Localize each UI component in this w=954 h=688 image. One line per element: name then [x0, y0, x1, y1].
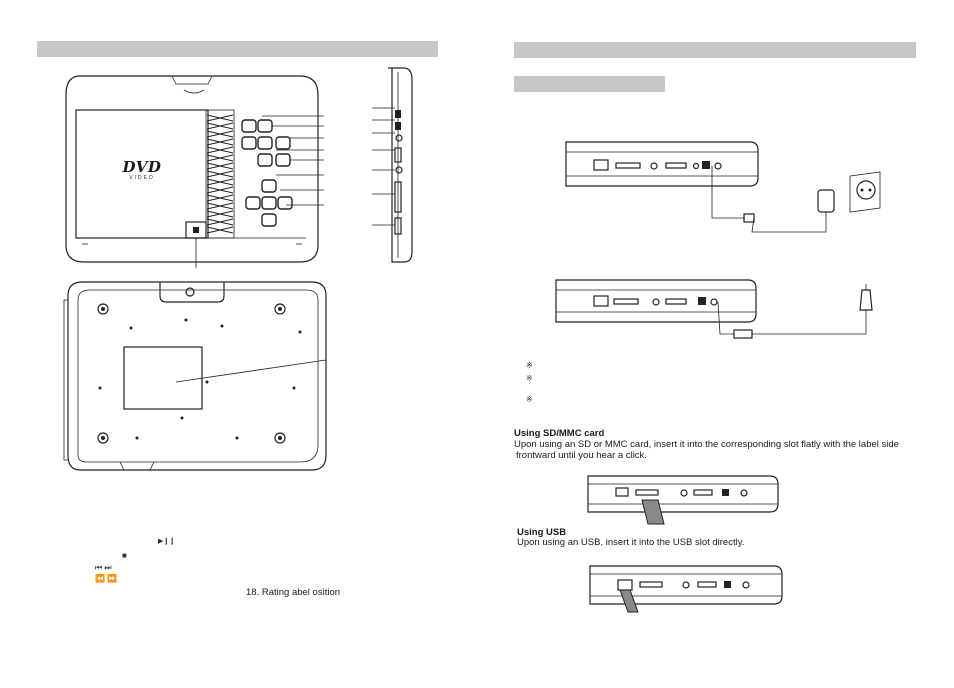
- dvd-logo-subtext: VIDEO: [129, 175, 155, 181]
- item-18-rating-label-position: 18. Rating abel osition: [246, 587, 341, 598]
- note-mark-3: ※: [526, 395, 533, 404]
- sd-card-instruction-line-2: frontward until you hear a click.: [516, 450, 647, 461]
- player-front-view: [65, 75, 319, 268]
- play-pause-icon: ▶❙❙: [158, 538, 176, 545]
- dvd-logo: DVD VIDEO: [122, 160, 162, 182]
- sd-card-heading: Using SD/MMC card: [514, 428, 605, 439]
- right-subsection-header-bar: [514, 76, 665, 92]
- player-bottom-view: [63, 281, 327, 471]
- left-section-header-bar: [37, 41, 438, 57]
- skip-icons: ⏮ ⏭: [95, 563, 112, 572]
- usb-heading: Using USB: [517, 527, 567, 538]
- seek-icons: ⏪ ⏩: [95, 574, 118, 583]
- player-side-with-car-adapter: [555, 279, 873, 339]
- note-mark-2: ※: [526, 374, 533, 383]
- front-view-callouts: [262, 115, 324, 206]
- note-mark-1: ※: [526, 361, 533, 370]
- player-side-with-ac-adapter: [565, 141, 881, 233]
- player-side-sd-insertion: [587, 475, 779, 525]
- right-section-header-bar: [514, 42, 916, 58]
- player-side-usb-insertion: [589, 565, 783, 613]
- usb-instruction-line: Upon using an USB, insert it into the US…: [517, 537, 745, 548]
- dvd-logo-text: DVD: [122, 158, 162, 176]
- sd-card-instruction-line-1: Upon using an SD or MMC card, insert it …: [514, 439, 899, 450]
- stop-icon: ■: [122, 551, 127, 560]
- player-side-view: [372, 67, 413, 263]
